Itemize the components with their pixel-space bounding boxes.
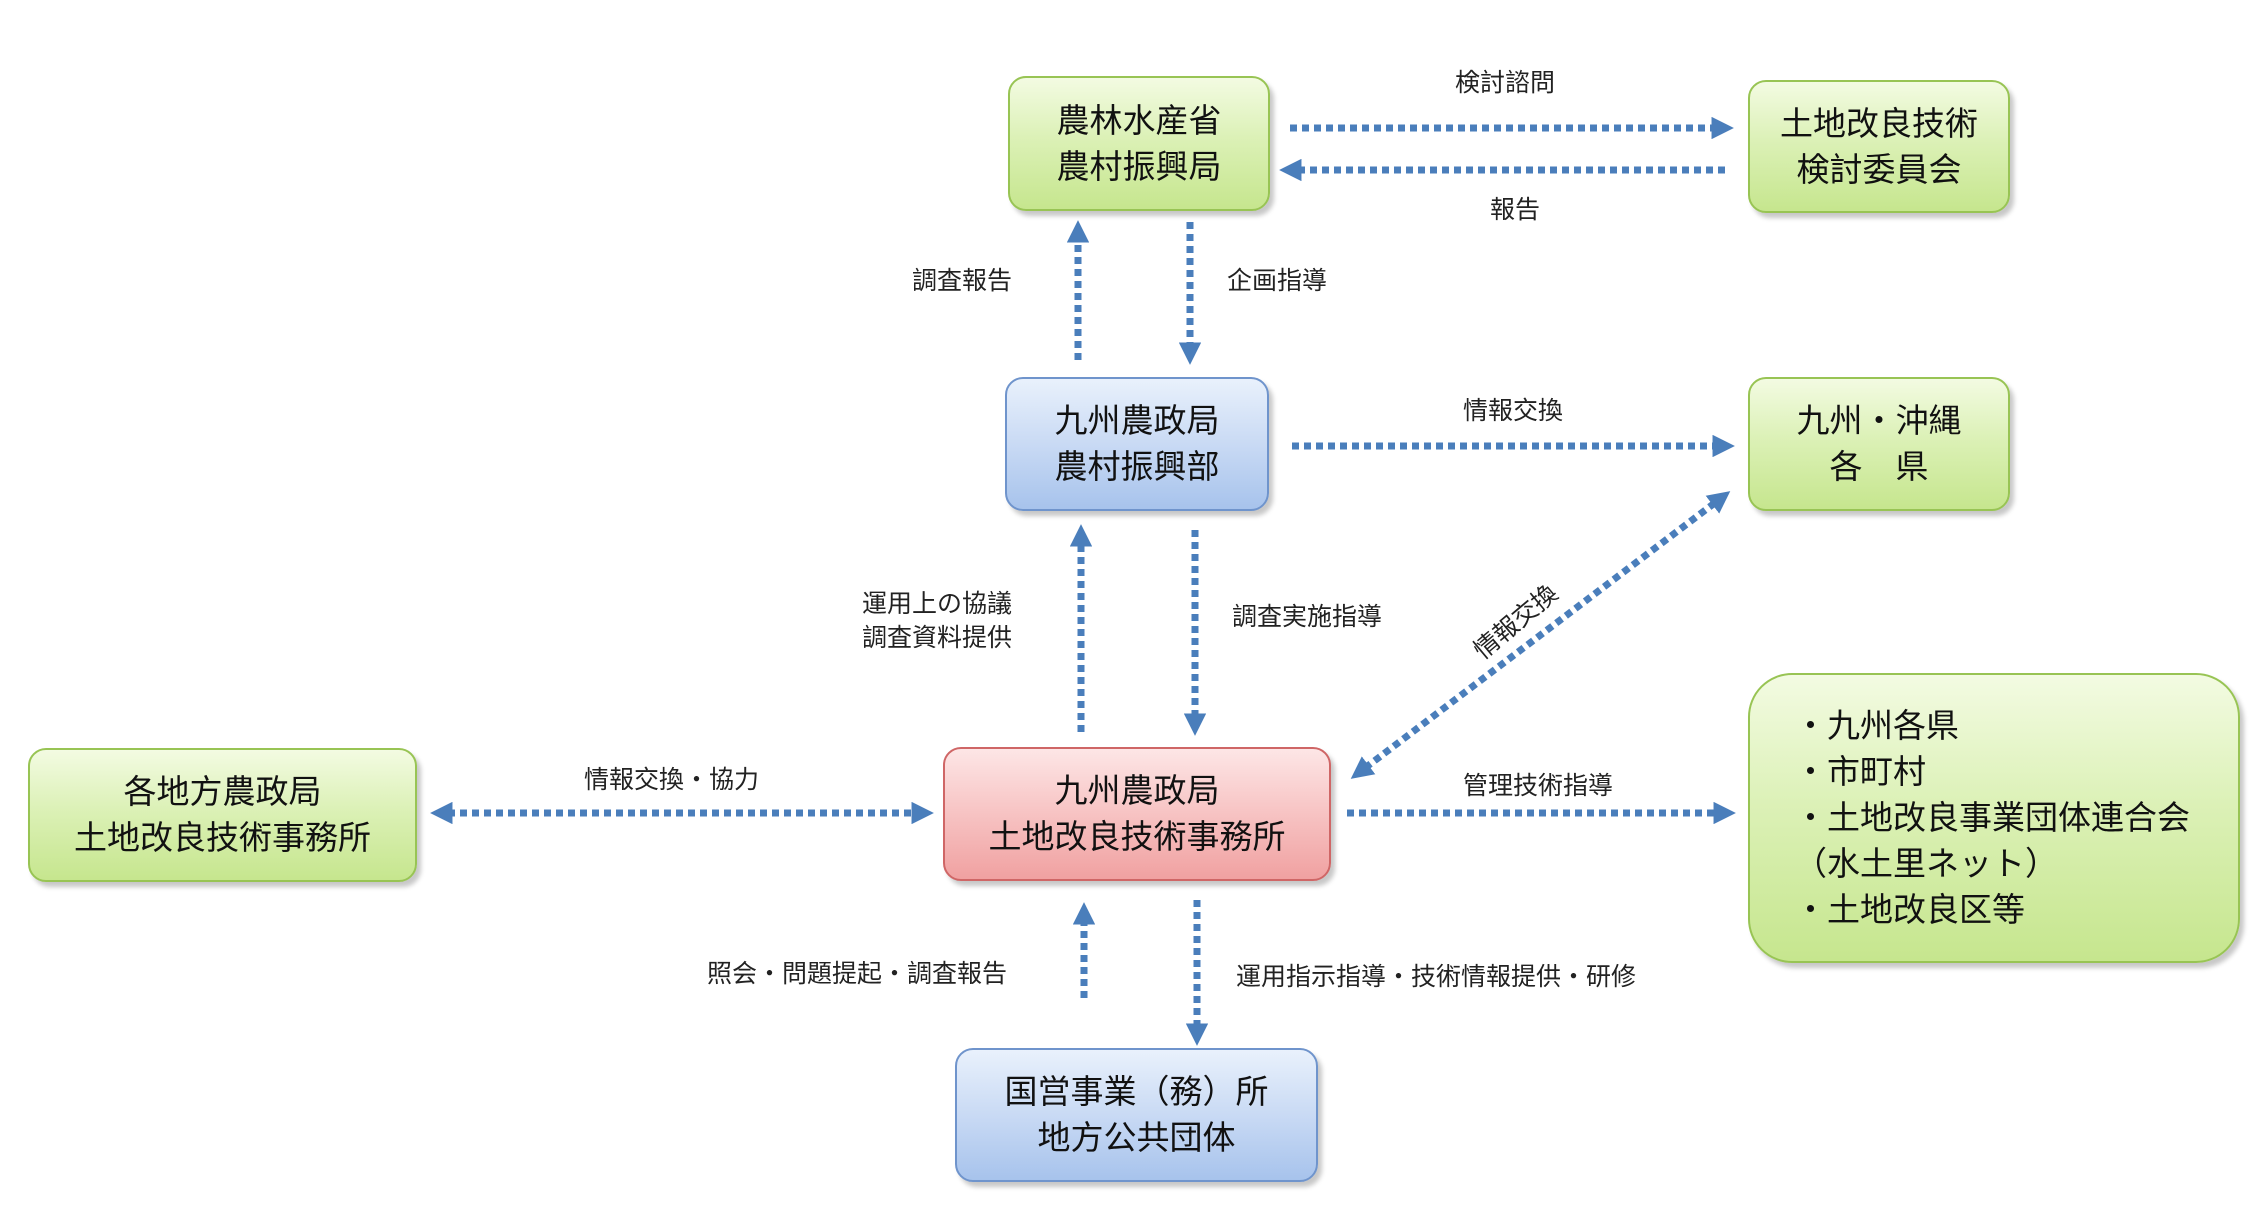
node-office: 九州農政局 土地改良技術事務所 — [943, 747, 1331, 881]
label-survey-report: 調査報告 — [912, 266, 1013, 295]
node-partners-line-2: ・市町村 — [1794, 752, 1926, 791]
node-prefectures: 九州・沖縄 各 県 — [1748, 377, 2010, 511]
node-regional: 各地方農政局 土地改良技術事務所 — [28, 748, 417, 882]
node-national: 国営事業（務）所 地方公共団体 — [955, 1048, 1318, 1182]
node-committee-line-1: 土地改良技術 — [1780, 103, 1978, 143]
node-committee: 土地改良技術 検討委員会 — [1748, 80, 2010, 213]
node-regional-line-2: 土地改良技術事務所 — [74, 818, 371, 857]
node-partners-line-3: ・土地改良事業団体連合会 — [1794, 798, 2190, 837]
label-consult: 検討諮問 — [1455, 68, 1556, 97]
node-maff-line-1: 農林水産省 — [1056, 100, 1222, 140]
label-mgmt-guidance: 管理技術指導 — [1463, 771, 1614, 800]
node-kyushu-dept-line-1: 九州農政局 — [1054, 401, 1220, 440]
node-office-line-1: 九州農政局 — [1054, 771, 1220, 810]
node-committee-line-2: 検討委員会 — [1796, 149, 1962, 189]
node-partners-line-5: ・土地改良区等 — [1794, 890, 2025, 929]
label-operation-consult-line-1: 運用上の協議 — [862, 589, 1013, 618]
node-prefectures-line-2: 各 県 — [1829, 447, 1929, 486]
node-national-line-1: 国営事業（務）所 — [1004, 1072, 1269, 1111]
arrow-info-exchange-diag — [1350, 491, 1731, 779]
label-planning-guidance: 企画指導 — [1227, 266, 1328, 295]
label-report: 報告 — [1490, 195, 1541, 224]
node-office-line-2: 土地改良技術事務所 — [988, 817, 1286, 856]
label-operation-consult-line-2: 調査資料提供 — [862, 623, 1013, 652]
label-operation-guidance: 運用指示指導・技術情報提供・研修 — [1236, 962, 1637, 991]
node-partners: ・九州各県 ・市町村 ・土地改良事業団体連合会 （水土里ネット） ・土地改良区等 — [1748, 673, 2240, 963]
node-partners-line-4: （水土里ネット） — [1794, 844, 2058, 883]
node-kyushu-dept: 九州農政局 農村振興部 — [1005, 377, 1269, 511]
label-operation-consult: 運用上の協議 調査資料提供 — [862, 587, 1012, 655]
label-survey-guidance: 調査実施指導 — [1232, 602, 1383, 631]
node-maff: 農林水産省 農村振興局 — [1008, 76, 1270, 211]
node-kyushu-dept-line-2: 農村振興部 — [1054, 447, 1220, 486]
node-maff-line-2: 農村振興局 — [1056, 146, 1222, 186]
node-regional-line-1: 各地方農政局 — [123, 772, 322, 811]
label-info-exchange-pref: 情報交換 — [1463, 396, 1564, 425]
label-info-exchange-coop: 情報交換・協力 — [584, 765, 760, 794]
node-partners-line-1: ・九州各県 — [1794, 706, 1959, 745]
node-national-line-2: 地方公共団体 — [1037, 1118, 1236, 1157]
node-prefectures-line-1: 九州・沖縄 — [1796, 401, 1962, 440]
label-inquiry: 照会・問題提起・調査報告 — [707, 959, 1008, 988]
